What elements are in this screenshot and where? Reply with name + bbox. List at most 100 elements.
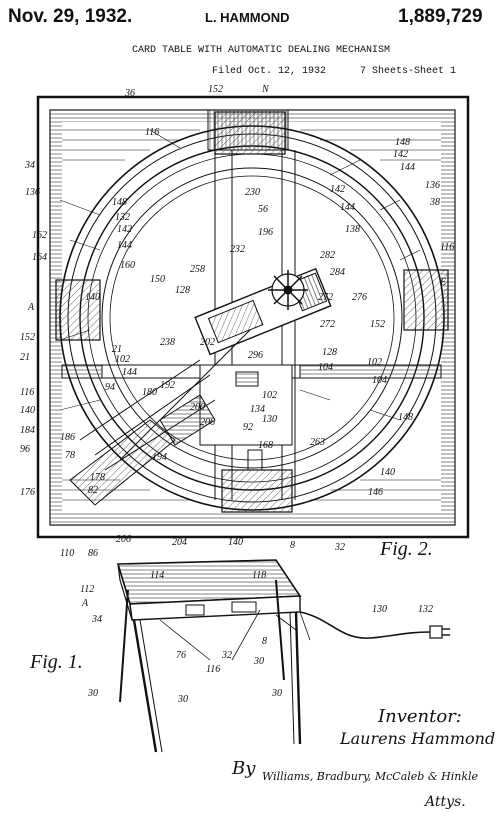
svg-text:134: 134 — [250, 404, 265, 415]
svg-text:178: 178 — [90, 472, 105, 483]
svg-text:A: A — [27, 302, 35, 313]
svg-text:142: 142 — [393, 149, 408, 160]
svg-text:30: 30 — [271, 688, 282, 699]
by-label: By — [231, 758, 256, 779]
svg-text:194: 194 — [152, 452, 167, 463]
attorneys-signature: Williams, Bradbury, McCaleb & Hinkle — [262, 770, 479, 783]
svg-text:114: 114 — [150, 570, 164, 581]
svg-text:164: 164 — [32, 252, 47, 263]
svg-text:30: 30 — [253, 656, 264, 667]
svg-text:152: 152 — [370, 319, 385, 330]
svg-text:8: 8 — [290, 540, 295, 551]
svg-text:144: 144 — [122, 367, 137, 378]
svg-text:160: 160 — [120, 260, 135, 271]
svg-text:130: 130 — [372, 604, 387, 615]
svg-text:230: 230 — [245, 187, 260, 198]
svg-text:140: 140 — [20, 405, 35, 416]
svg-text:232: 232 — [230, 244, 245, 255]
svg-text:34: 34 — [91, 614, 102, 625]
fig1-drawing — [116, 559, 450, 753]
svg-text:82: 82 — [88, 485, 98, 496]
svg-text:146: 146 — [368, 487, 383, 498]
patent-title: CARD TABLE WITH AUTOMATIC DEALING MECHAN… — [132, 45, 391, 56]
svg-text:116: 116 — [20, 387, 34, 398]
svg-text:104: 104 — [318, 362, 333, 373]
svg-text:136: 136 — [425, 180, 440, 191]
svg-text:140: 140 — [85, 292, 100, 303]
fig2-drawing — [36, 95, 470, 539]
svg-text:144: 144 — [400, 162, 415, 173]
attys-label: Attys. — [423, 794, 466, 810]
svg-text:276: 276 — [352, 292, 367, 303]
svg-text:128: 128 — [322, 347, 337, 358]
inventor-header: L. HAMMOND — [205, 10, 290, 25]
svg-text:140: 140 — [380, 467, 395, 478]
svg-text:176: 176 — [20, 487, 35, 498]
svg-text:142: 142 — [117, 224, 132, 235]
svg-text:86: 86 — [88, 548, 98, 559]
svg-text:116: 116 — [440, 242, 454, 253]
svg-text:186: 186 — [60, 432, 75, 443]
svg-text:128: 128 — [175, 285, 190, 296]
svg-text:296: 296 — [248, 350, 263, 361]
svg-text:192: 192 — [160, 380, 175, 391]
svg-text:258: 258 — [190, 264, 205, 275]
svg-text:32: 32 — [221, 650, 232, 661]
svg-text:118: 118 — [252, 570, 266, 581]
svg-text:144: 144 — [117, 240, 132, 251]
filed-date: Filed Oct. 12, 1932 — [212, 66, 327, 77]
inventor-signature: Laurens Hammond — [339, 729, 495, 748]
svg-text:168: 168 — [258, 440, 273, 451]
svg-text:284: 284 — [330, 267, 345, 278]
svg-text:144: 144 — [340, 202, 355, 213]
svg-text:272: 272 — [320, 319, 335, 330]
svg-text:282: 282 — [320, 250, 335, 261]
svg-text:110: 110 — [60, 548, 74, 559]
svg-text:206: 206 — [200, 417, 215, 428]
svg-text:34: 34 — [24, 160, 35, 171]
svg-text:138: 138 — [345, 224, 360, 235]
fig1-caption: Fig. 1. — [29, 651, 83, 673]
svg-text:148: 148 — [398, 412, 413, 423]
svg-text:238: 238 — [160, 337, 175, 348]
svg-text:202: 202 — [200, 337, 215, 348]
svg-text:162: 162 — [32, 230, 47, 241]
svg-text:272: 272 — [318, 292, 333, 303]
svg-text:30: 30 — [177, 694, 188, 705]
svg-text:102: 102 — [115, 354, 130, 365]
svg-text:96: 96 — [20, 444, 30, 455]
svg-text:78: 78 — [65, 450, 75, 461]
svg-text:92: 92 — [243, 422, 253, 433]
patent-number: 1,889,729 — [398, 6, 483, 27]
svg-text:132: 132 — [418, 604, 433, 615]
svg-text:38: 38 — [429, 197, 440, 208]
svg-text:142: 142 — [330, 184, 345, 195]
svg-text:148: 148 — [112, 197, 127, 208]
patent-date: Nov. 29, 1932. — [8, 6, 133, 27]
inventor-caption: Inventor: — [377, 706, 462, 727]
fig2-caption: Fig. 2. — [379, 538, 433, 560]
svg-text:116: 116 — [145, 127, 159, 138]
svg-text:200: 200 — [190, 402, 205, 413]
svg-text:150: 150 — [150, 274, 165, 285]
svg-text:102: 102 — [367, 357, 382, 368]
svg-text:204: 204 — [172, 537, 187, 548]
svg-text:112: 112 — [80, 584, 94, 595]
svg-text:130: 130 — [262, 414, 277, 425]
svg-text:136: 136 — [25, 187, 40, 198]
svg-text:21: 21 — [20, 352, 30, 363]
svg-text:206: 206 — [116, 534, 131, 545]
svg-text:N: N — [261, 84, 270, 95]
svg-text:30: 30 — [87, 688, 98, 699]
svg-text:148: 148 — [395, 137, 410, 148]
svg-text:94: 94 — [105, 382, 115, 393]
svg-text:32: 32 — [334, 542, 345, 553]
svg-text:184: 184 — [20, 425, 35, 436]
svg-text:132: 132 — [115, 212, 130, 223]
svg-text:E: E — [439, 277, 446, 288]
svg-text:A: A — [81, 598, 89, 609]
svg-text:36: 36 — [124, 88, 135, 99]
